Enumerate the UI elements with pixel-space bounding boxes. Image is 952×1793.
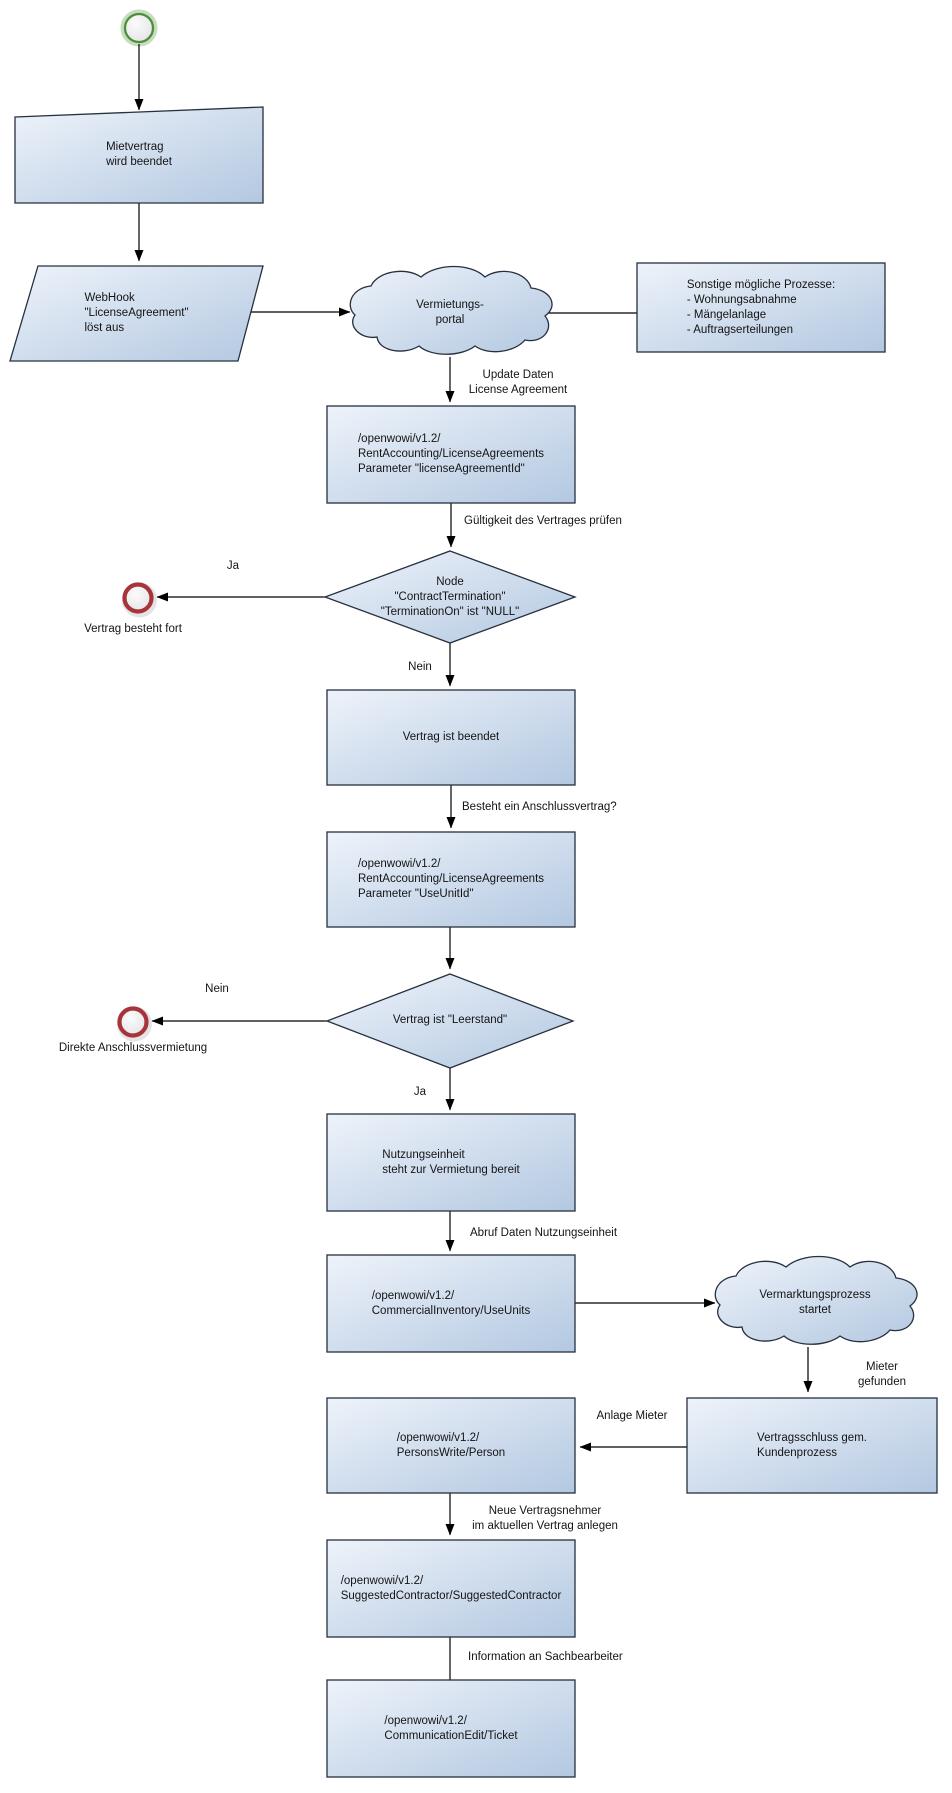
node-decision-termination-label: Node "ContractTermination" "TerminationO… bbox=[380, 575, 520, 618]
node-api-suggested-label: /openwowi/v1.2/ SuggestedContractor/Sugg… bbox=[340, 1574, 562, 1602]
node-vertragsschluss-shape bbox=[686, 1397, 938, 1494]
edge-label-mieter-gefunden: Mieter gefunden bbox=[858, 1361, 906, 1388]
node-api-ticket-label: /openwowi/v1.2/ CommunicationEdit/Ticket bbox=[384, 1714, 518, 1742]
node-note-shape bbox=[636, 262, 886, 353]
edge-label-ja1: Ja bbox=[226, 560, 240, 572]
edge-label-update-daten: Update Daten License Agreement bbox=[468, 369, 568, 396]
edge-label-ja2: Ja bbox=[413, 1086, 427, 1098]
node-decision-termination-shape bbox=[323, 550, 577, 644]
node-mietvertrag-shape bbox=[14, 106, 264, 204]
node-api-useunits-label: /openwowi/v1.2/ CommercialInventory/UseU… bbox=[371, 1289, 531, 1317]
node-decision-leerstand-label: Vertrag ist "Leerstand" bbox=[392, 1014, 508, 1026]
edge-label-nein1: Nein bbox=[408, 661, 432, 673]
edge-label-gueltigkeit: Gültigkeit des Vertrages prüfen bbox=[464, 515, 622, 527]
edge-label-neue-vertragsnehmer: Neue Vertragsnehmer im aktuellen Vertrag… bbox=[472, 1505, 618, 1532]
node-nutzungseinheit-label: Nutzungseinheit steht zur Vermietung ber… bbox=[382, 1148, 520, 1176]
end-node-besteht-fort bbox=[122, 582, 157, 618]
node-webhook-label: WebHook "LicenseAgreement" löst aus bbox=[84, 292, 189, 334]
node-note-label: Sonstige mögliche Prozesse: - Wohnungsab… bbox=[686, 278, 836, 336]
node-portal-cloud-label: Vermietungs- portal bbox=[416, 298, 484, 326]
node-vertrag-beendet-shape bbox=[326, 689, 576, 786]
node-api-useunitid-label: /openwowi/v1.2/ RentAccounting/LicenseAg… bbox=[357, 858, 545, 900]
node-api-useunits-shape bbox=[326, 1254, 576, 1353]
start-node bbox=[120, 9, 158, 47]
end-label-besteht-fort: Vertrag besteht fort bbox=[84, 623, 182, 635]
edge-label-nein2: Nein bbox=[205, 983, 229, 995]
edge-label-anschlussvertrag: Besteht ein Anschlussvertrag? bbox=[462, 801, 617, 813]
node-vertrag-beendet-label: Vertrag ist beendet bbox=[402, 731, 500, 743]
end-node-direkte bbox=[117, 1006, 152, 1042]
node-api-useunitid-shape bbox=[326, 831, 576, 928]
node-nutzungseinheit-shape bbox=[326, 1113, 576, 1212]
node-vertragsschluss-label: Vertragsschluss gem. Kundenprozess bbox=[757, 1431, 867, 1459]
edge-label-anlage-mieter: Anlage Mieter bbox=[596, 1410, 668, 1422]
node-api-person-shape bbox=[326, 1397, 576, 1494]
node-webhook-shape bbox=[9, 265, 264, 362]
node-api-license-label: /openwowi/v1.2/ RentAccounting/LicenseAg… bbox=[357, 433, 545, 475]
node-api-license-shape bbox=[326, 405, 576, 504]
end-label-direkte: Direkte Anschlussvermietung bbox=[58, 1042, 208, 1054]
node-decision-leerstand-shape bbox=[325, 973, 575, 1069]
edge-label-abruf: Abruf Daten Nutzungseinheit bbox=[470, 1227, 618, 1239]
edge-label-information: Information an Sachbearbeiter bbox=[468, 1651, 623, 1663]
node-api-suggested-shape bbox=[326, 1539, 576, 1638]
connectors bbox=[134, 44, 813, 1680]
node-mietvertrag-label: Mietvertrag wird beendet bbox=[106, 141, 172, 168]
node-api-ticket-shape bbox=[326, 1679, 576, 1778]
node-api-person-label: /openwowi/v1.2/ PersonsWrite/Person bbox=[396, 1431, 506, 1459]
node-vermarktung-cloud-label: Vermarktungsprozess startet bbox=[759, 1288, 871, 1316]
